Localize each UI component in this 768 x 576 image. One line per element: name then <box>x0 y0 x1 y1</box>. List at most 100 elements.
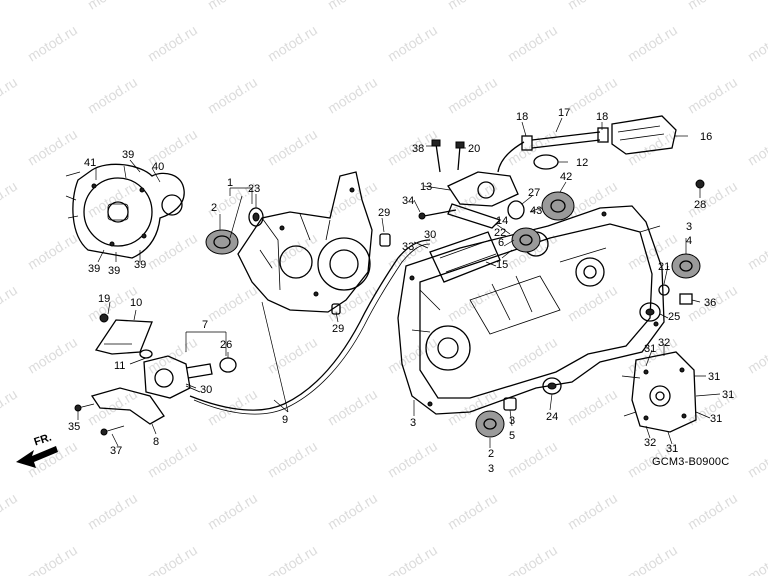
watermark-text: motod.ru <box>0 74 20 117</box>
watermark-text: motod.ru <box>25 230 80 273</box>
callout-label: 29 <box>378 207 390 219</box>
watermark-text: motod.ru <box>505 542 560 576</box>
callout-label: 30 <box>424 229 436 241</box>
callout-label: 3 <box>410 417 416 429</box>
callout-label: 10 <box>130 297 142 309</box>
collar-5-part[interactable] <box>503 397 517 411</box>
callout-label: 39 <box>134 259 146 271</box>
seal-25-part[interactable] <box>639 302 661 322</box>
oil-seal-part[interactable] <box>248 207 264 227</box>
callout-label: 15 <box>496 259 508 271</box>
dowel-pin-part[interactable] <box>379 233 391 247</box>
bracket-part[interactable] <box>94 313 153 359</box>
callout-label: 34 <box>402 195 414 207</box>
watermark-text: motod.ru <box>565 282 620 325</box>
seal-27-part[interactable] <box>507 200 525 220</box>
callout-label: 30 <box>200 384 212 396</box>
watermark-text: motod.ru <box>325 490 380 533</box>
watermark-text: motod.ru <box>685 0 740 13</box>
watermark-text: motod.ru <box>25 334 80 377</box>
watermark-text: motod.ru <box>565 386 620 429</box>
callout-label: 38 <box>412 143 424 155</box>
bolt-20-part[interactable] <box>455 141 465 171</box>
reed-valve-part[interactable] <box>429 231 501 283</box>
callout-label: 33 <box>402 241 414 253</box>
bearing-part[interactable] <box>205 229 239 255</box>
watermark-text: motod.ru <box>385 334 440 377</box>
callout-label: 41 <box>84 157 96 169</box>
watermark-text: motod.ru <box>25 22 80 65</box>
leader-lines <box>77 117 721 448</box>
watermark-text: motod.ru <box>325 74 380 117</box>
watermark-text: motod.ru <box>265 542 320 576</box>
callout-label: 18 <box>596 111 608 123</box>
breather-tube-part[interactable] <box>497 127 609 173</box>
watermark-text: motod.ru <box>145 22 200 65</box>
hose-part[interactable] <box>189 239 431 415</box>
callout-label: 32 <box>644 437 656 449</box>
watermark-text: motod.ru <box>745 438 768 481</box>
bolt-34-part[interactable] <box>418 209 457 220</box>
callout-label: 19 <box>98 293 110 305</box>
bearing-42-part[interactable] <box>541 191 575 221</box>
callout-label: 8 <box>153 436 159 448</box>
watermark-text: motod.ru <box>625 22 680 65</box>
callout-label: 39 <box>122 149 134 161</box>
watermark-text: motod.ru <box>265 126 320 169</box>
watermark-text: motod.ru <box>85 490 140 533</box>
bearing-bottom-part[interactable] <box>475 410 505 438</box>
callout-label: 9 <box>282 414 288 426</box>
watermark-text: motod.ru <box>445 0 500 13</box>
right-crankcase-part[interactable] <box>397 205 665 415</box>
bolt-28-part[interactable] <box>695 179 705 189</box>
callout-label: 29 <box>332 323 344 335</box>
watermark-text: motod.ru <box>325 0 380 13</box>
callout-labels: 1 2 23 39 40 41 39 39 39 19 10 11 7 26 3… <box>68 107 734 475</box>
watermark-text: motod.ru <box>145 230 200 273</box>
watermark-text: motod.ru <box>685 490 740 533</box>
left-crankcase-part[interactable] <box>237 171 373 313</box>
bearing-4-part[interactable] <box>671 253 701 279</box>
callout-label: 6 <box>498 237 504 249</box>
callout-label: 4 <box>686 235 692 247</box>
seal-24-part[interactable] <box>542 377 562 395</box>
callout-label: 16 <box>700 131 712 143</box>
watermark-text: motod.ru <box>25 126 80 169</box>
watermark-text: motod.ru <box>625 334 680 377</box>
watermark-text: motod.ru <box>505 438 560 481</box>
watermark-text: motod.ru <box>565 178 620 221</box>
watermark-text: motod.ru <box>265 438 320 481</box>
air-box-part[interactable] <box>611 115 677 155</box>
watermark-text: motod.ru <box>145 334 200 377</box>
watermark-text: motod.ru <box>745 230 768 273</box>
callout-label: 17 <box>558 107 570 119</box>
callout-label: 26 <box>220 339 232 351</box>
callout-label: 11 <box>114 360 125 372</box>
watermark-text: motod.ru <box>85 0 140 13</box>
watermark-text: motod.ru <box>445 490 500 533</box>
callout-label: 3 <box>686 221 692 233</box>
callout-label: 40 <box>152 161 164 173</box>
gasket-part[interactable] <box>533 154 559 170</box>
watermark-text: motod.ru <box>685 74 740 117</box>
watermark-text: motod.ru <box>385 22 440 65</box>
dowel-pin-part-2[interactable] <box>331 303 341 315</box>
bearing-22-part[interactable] <box>511 227 541 253</box>
callout-label: 31 <box>710 413 722 425</box>
watermark-text: motod.ru <box>265 334 320 377</box>
callout-label: 18 <box>516 111 528 123</box>
crankcase-cover-part[interactable] <box>65 163 185 259</box>
side-cover-part[interactable] <box>621 351 697 433</box>
watermark-text: motod.ru <box>205 74 260 117</box>
callout-label: 32 <box>658 337 670 349</box>
callout-label: 1 <box>227 177 233 189</box>
bolt-38-part[interactable] <box>431 139 441 173</box>
watermark-text: motod.ru <box>445 74 500 117</box>
bolt-21-part[interactable] <box>658 284 670 296</box>
callout-label: 21 <box>658 261 670 273</box>
callout-label: 35 <box>68 421 80 433</box>
watermark-text: motod.ru <box>505 334 560 377</box>
watermark-text: motod.ru <box>0 0 20 13</box>
watermark-text: motod.ru <box>745 334 768 377</box>
bolt-36-part[interactable] <box>679 293 693 305</box>
